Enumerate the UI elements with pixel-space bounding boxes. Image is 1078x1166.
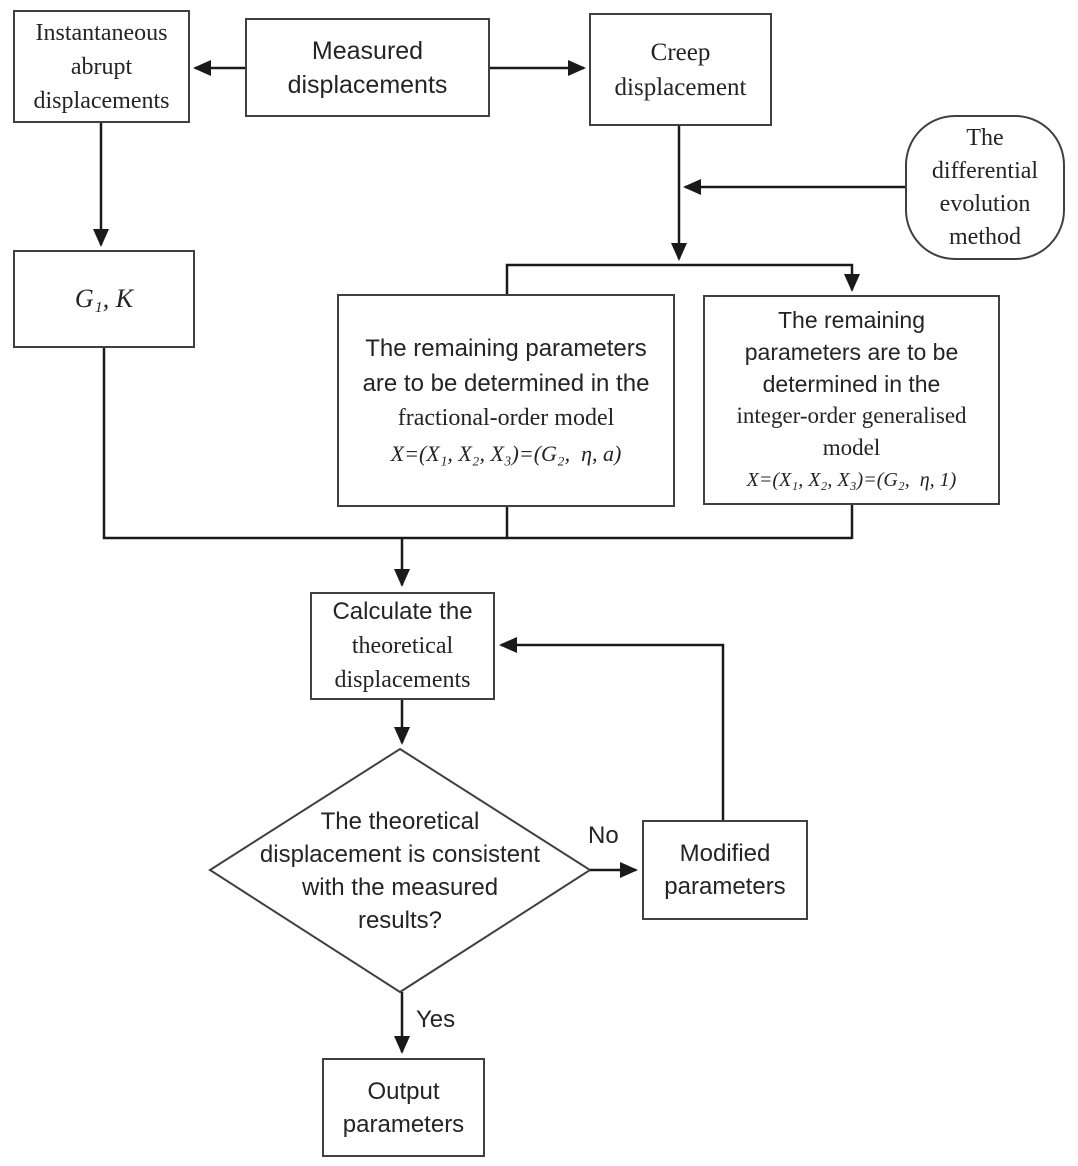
calculate-theoretical-displacements-box: Calculate the theoretical displacements bbox=[310, 592, 495, 700]
box-text-line: evolution bbox=[939, 190, 1031, 217]
edge-branch-to-models bbox=[505, 263, 860, 294]
measured-displacements-box: Measured displacements bbox=[245, 18, 490, 117]
instantaneous-abrupt-displacements-box: Instantaneous abrupt displacements bbox=[13, 10, 190, 123]
decision-text-line: results? bbox=[357, 907, 443, 934]
decision-diamond: The theoretical displacement is consiste… bbox=[228, 802, 572, 940]
box-text-line: integer-order generalised bbox=[736, 403, 967, 428]
box-text-line: differential bbox=[931, 157, 1039, 184]
box-text-line: theoretical bbox=[351, 633, 454, 659]
no-branch-label: No bbox=[588, 822, 619, 849]
box-text-line: Modified bbox=[679, 840, 771, 867]
decision-diamond-shape bbox=[208, 747, 592, 994]
creep-displacement-box: Creep displacement bbox=[589, 13, 772, 126]
edge-g1k-collector bbox=[102, 348, 852, 540]
box-text-line: abrupt bbox=[70, 53, 133, 80]
box-text-line: displacements bbox=[334, 667, 471, 693]
box-text-line: displacements bbox=[33, 87, 170, 114]
edge-modified-feedback-to-calculate bbox=[499, 637, 725, 820]
decision-text-line: with the measured bbox=[301, 874, 499, 901]
g1-k-parameters-box: G₁, K bbox=[13, 250, 195, 348]
differential-evolution-method-node: The differential evolution method bbox=[905, 115, 1065, 260]
model-parameter-formula: X=(X₁, X₂, X₃)=(G₂, η, 1) bbox=[746, 469, 957, 491]
box-text-line: The remaining parameters bbox=[365, 334, 647, 362]
decision-text-line: displacement is consistent bbox=[259, 841, 541, 868]
box-text-line: are to be determined in the bbox=[362, 369, 650, 397]
yes-branch-label: Yes bbox=[416, 1006, 456, 1033]
box-text-line: G₁, K bbox=[74, 284, 134, 313]
output-parameters-box: Output parameters bbox=[322, 1058, 485, 1157]
box-text-line: Calculate the bbox=[332, 598, 473, 625]
box-text-line: model bbox=[822, 435, 881, 460]
box-text-line: displacement bbox=[614, 73, 747, 101]
integer-order-model-box: The remaining parameters are to be deter… bbox=[703, 295, 1000, 505]
box-text-line: The bbox=[966, 124, 1004, 151]
box-text-line: parameters bbox=[342, 1110, 465, 1138]
box-text-line: parameters bbox=[664, 873, 786, 900]
box-text-line: The remaining bbox=[777, 307, 926, 333]
box-text-line: parameters are to be bbox=[744, 339, 959, 365]
box-text-line: displacements bbox=[287, 70, 448, 99]
box-text-line: fractional-order model bbox=[397, 404, 615, 431]
box-text-line: Instantaneous bbox=[35, 19, 168, 46]
modified-parameters-box: Modified parameters bbox=[642, 820, 808, 920]
box-text-line: determined in the bbox=[762, 371, 941, 397]
box-text-line: Output bbox=[367, 1077, 440, 1105]
decision-text-line: The theoretical bbox=[320, 808, 480, 835]
box-text-line: Creep bbox=[650, 38, 711, 66]
fractional-order-model-box: The remaining parameters are to be deter… bbox=[337, 294, 675, 507]
box-text-line: Measured bbox=[311, 36, 424, 65]
model-parameter-formula: X=(X₁, X₂, X₃)=(G₂, η, a) bbox=[390, 440, 622, 466]
box-text-line: method bbox=[949, 223, 1021, 250]
